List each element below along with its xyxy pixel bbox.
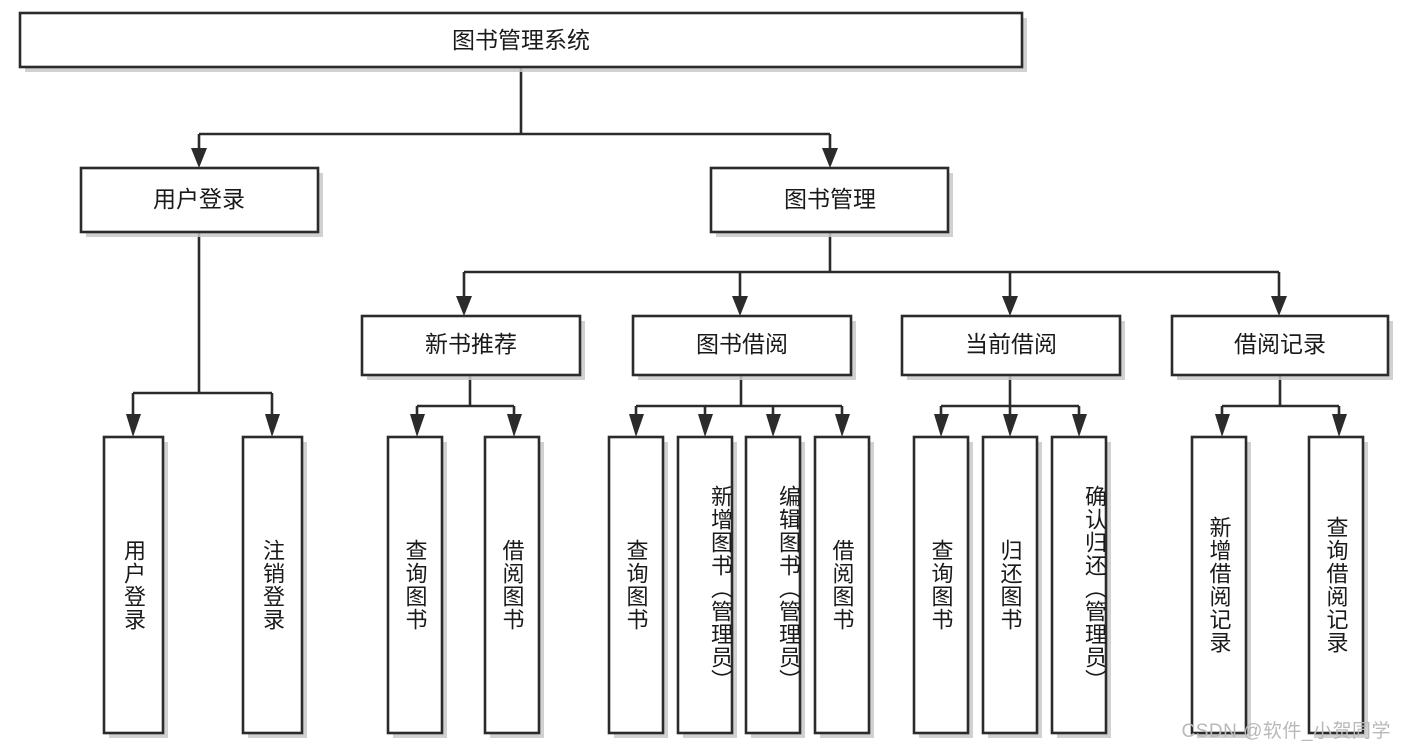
arrow-head-leaf-cb-return-book: [1003, 414, 1018, 437]
leaf-box[interactable]: [813, 435, 871, 735]
leaf-box[interactable]: [981, 435, 1039, 735]
leaf-node-nb-query-book[interactable]: [386, 435, 447, 738]
node-new-book-recommend[interactable]: 新书推荐: [360, 314, 585, 380]
arrow-head-leaf-bb-add-book: [698, 414, 713, 437]
arrow-head-leaf-bb-edit-book: [766, 414, 781, 437]
node-borrow-record[interactable]: 借阅记录: [1170, 314, 1393, 380]
arrow-head-leaf-user-login: [126, 414, 141, 437]
leaf-box[interactable]: [386, 435, 444, 735]
leaf-box[interactable]: [912, 435, 970, 735]
arrow-head-current-borrow: [1002, 296, 1018, 316]
node-new-book-recommend-label: 新书推荐: [425, 331, 517, 357]
arrow-head-leaf-br-add-record: [1215, 414, 1230, 437]
leaf-node-cb-confirm-return[interactable]: [1050, 435, 1111, 738]
leaf-box[interactable]: [744, 435, 802, 735]
leaf-node-br-query-record[interactable]: [1307, 435, 1368, 738]
leaf-node-bb-query-book[interactable]: [607, 435, 668, 738]
arrow-head-leaf-bb-query-book: [629, 414, 644, 437]
leaf-box[interactable]: [102, 435, 165, 735]
node-current-borrow-box[interactable]: [900, 314, 1122, 377]
node-borrow-record-box[interactable]: [1170, 314, 1390, 377]
arrow-head-book-borrow: [732, 296, 748, 316]
connector-group-book-borrow-leaves: [629, 375, 850, 437]
connector-group-book-manage: [456, 232, 1287, 316]
leaf-node-cb-return-book[interactable]: [981, 435, 1042, 738]
arrow-head-leaf-logout: [265, 414, 280, 437]
node-book-borrow-label: 图书借阅: [696, 331, 788, 357]
node-book-manage-label: 图书管理: [784, 186, 876, 212]
leaf-box[interactable]: [1307, 435, 1365, 735]
node-user-login-label: 用户登录: [153, 186, 245, 212]
leaf-node-nb-borrow-book[interactable]: [483, 435, 544, 738]
node-root[interactable]: 图书管理系统: [18, 11, 1027, 72]
leaf-node-br-add-record[interactable]: [1190, 435, 1251, 738]
leaf-box[interactable]: [1050, 435, 1108, 735]
arrow-head-book-manage: [822, 148, 838, 168]
node-root-label: 图书管理系统: [452, 27, 590, 53]
arrow-head-leaf-nb-borrow-book: [507, 414, 522, 437]
arrow-head-leaf-nb-query-book: [410, 414, 425, 437]
node-book-manage-box[interactable]: [709, 166, 950, 234]
arrow-head-borrow-record: [1271, 296, 1287, 316]
leaf-box[interactable]: [607, 435, 665, 735]
node-borrow-record-label: 借阅记录: [1234, 331, 1326, 357]
leaf-node-cb-query-book[interactable]: [912, 435, 973, 738]
node-current-borrow[interactable]: 当前借阅: [900, 314, 1125, 380]
node-book-borrow[interactable]: 图书借阅: [631, 314, 856, 380]
leaf-node-user-login-login[interactable]: [102, 435, 168, 738]
node-user-login-box[interactable]: [79, 166, 320, 234]
arrow-head-leaf-bb-borrow-book: [835, 414, 850, 437]
leaf-box[interactable]: [241, 435, 304, 735]
node-current-borrow-label: 当前借阅: [965, 331, 1057, 357]
connector-group-current-borrow-leaves: [934, 375, 1087, 437]
node-book-manage[interactable]: 图书管理: [709, 166, 953, 237]
leaf-node-bb-borrow-book[interactable]: [813, 435, 874, 738]
node-book-borrow-box[interactable]: [631, 314, 853, 377]
connector-group-new-book-leaves: [410, 375, 522, 437]
leaf-node-user-login-logout[interactable]: [241, 435, 307, 738]
connector-group-root: [191, 68, 838, 168]
arrow-head-leaf-br-query-record: [1332, 414, 1347, 437]
arrow-head-new-book-recommend: [456, 296, 472, 316]
arrow-head-leaf-cb-confirm-return: [1072, 414, 1087, 437]
watermark-text: CSDN @软件_小贺同学: [1181, 721, 1391, 742]
node-user-login[interactable]: 用户登录: [79, 166, 323, 237]
node-root-box[interactable]: [18, 11, 1024, 69]
connector-group-borrow-record-leaves: [1215, 375, 1347, 437]
connector-group-user-login-leaves: [126, 232, 280, 437]
leaf-box[interactable]: [676, 435, 734, 735]
leaf-node-bb-add-book[interactable]: [676, 435, 737, 738]
node-new-book-recommend-box[interactable]: [360, 314, 582, 377]
leaf-node-bb-edit-book[interactable]: [744, 435, 805, 738]
leaf-box[interactable]: [483, 435, 541, 735]
leaf-box[interactable]: [1190, 435, 1248, 735]
arrow-head-leaf-cb-query-book: [934, 414, 949, 437]
arrow-head-user-login: [191, 148, 207, 168]
